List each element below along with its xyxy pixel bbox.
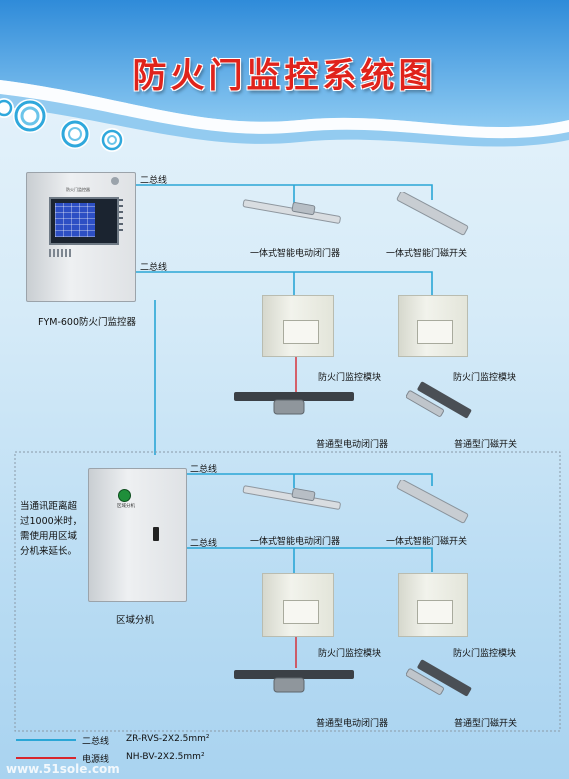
smart-closer-label-2: 一体式智能电动闭门器	[250, 537, 341, 547]
bus-label-2: 二总线	[140, 263, 168, 273]
header-wave	[0, 0, 569, 147]
legend-bus-name: 二总线	[82, 737, 110, 747]
module-label-4: 防火门监控模块	[453, 649, 517, 659]
legend-power-name: 电源线	[82, 755, 110, 765]
magnet-label-1: 普通型门磁开关	[454, 440, 518, 450]
door-closer-icon-2	[234, 670, 354, 693]
bus-label-3: 二总线	[190, 465, 218, 475]
closer-label-2: 普通型电动闭门器	[316, 719, 389, 729]
magnet-label-2: 普通型门磁开关	[454, 719, 518, 729]
distance-note: 当通讯距离超过1000米时，需使用用区域分机来延长。	[20, 501, 83, 557]
legend-power-spec: NH-BV-2X2.5mm²	[126, 752, 205, 762]
door-monitor-module-1	[262, 295, 334, 357]
bus-label-1: 二总线	[140, 176, 168, 186]
decor-circles	[0, 98, 124, 152]
smart-door-magnet-icon-2	[396, 480, 469, 524]
watermark: www.51sole.com	[6, 762, 120, 776]
smart-closer-label-1: 一体式智能电动闭门器	[250, 249, 341, 259]
smart-magnet-label-2: 一体式智能门磁开关	[386, 537, 468, 547]
bus-label-4: 二总线	[190, 539, 218, 549]
module-label-2: 防火门监控模块	[453, 373, 517, 383]
zone-unit-panel-text: 区域分机	[117, 504, 135, 509]
smart-door-closer-icon-2	[242, 485, 341, 510]
controller-label: FYM-600防火门监控器	[38, 317, 137, 328]
zone-unit: 区域分机	[88, 468, 187, 602]
closer-label-1: 普通型电动闭门器	[316, 440, 389, 450]
door-monitor-module-4	[398, 573, 468, 637]
fire-door-controller: 防火门监控器	[26, 172, 136, 302]
legend-bus-line	[16, 739, 76, 741]
door-monitor-module-3	[262, 573, 334, 637]
door-monitor-module-2	[398, 295, 468, 357]
smart-door-closer-icon	[242, 199, 341, 224]
smart-magnet-label-1: 一体式智能门磁开关	[386, 249, 468, 259]
controller-screen	[49, 197, 119, 245]
module-label-1: 防火门监控模块	[318, 373, 382, 383]
controller-panel-text: 防火门监控器	[66, 187, 90, 192]
diagram-title: 防火门监控系统图	[132, 56, 437, 96]
smart-door-magnet-icon	[396, 192, 469, 236]
door-magnet-icon-2	[406, 659, 472, 696]
module-label-3: 防火门监控模块	[318, 649, 382, 659]
legend-power-line	[16, 757, 76, 759]
legend-bus-spec: ZR-RVS-2X2.5mm²	[126, 734, 210, 744]
door-magnet-icon	[406, 381, 472, 418]
zone-unit-label: 区域分机	[116, 615, 155, 626]
door-closer-icon	[234, 392, 354, 415]
